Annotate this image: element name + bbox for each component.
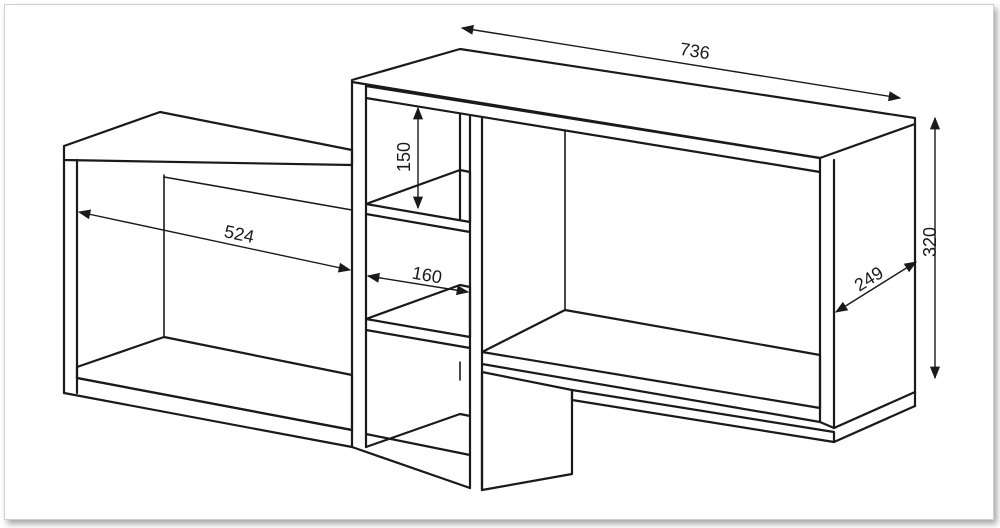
dim-left-width-line [77,209,352,273]
right-box [480,122,917,444]
dim-total-width-label: 736 [679,39,712,63]
dim-depth-label: 249 [851,262,887,295]
dim-total-width-line [460,24,902,102]
center-column [350,47,917,492]
dim-shelf-width-line [366,272,470,296]
dimension-lines [77,24,941,380]
dim-depth-line [834,261,918,313]
dim-shelf-height-label: 150 [394,142,414,172]
dim-total-height-label: 320 [920,227,940,257]
left-box [62,110,354,449]
